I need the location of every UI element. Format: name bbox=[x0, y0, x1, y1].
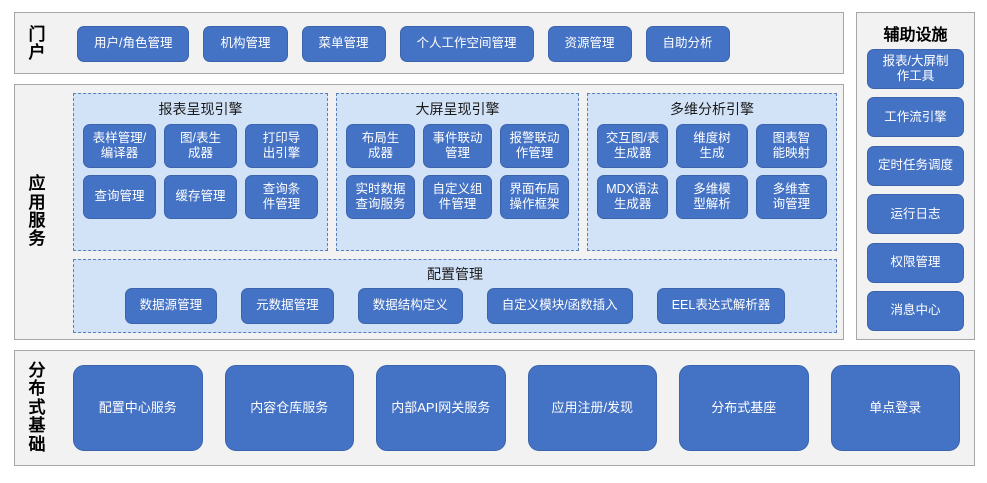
group-items-configuration-management: 数据源管理 元数据管理 数据结构定义 自定义模块/函数插入 EEL表达式解析器 bbox=[74, 288, 836, 330]
auxiliary-facilities-title: 辅助设施 bbox=[883, 27, 948, 44]
aux-item-workflow-engine[interactable]: 工作流引擎 bbox=[867, 97, 964, 138]
item-chart-intelligent-mapping[interactable]: 图表智 能映射 bbox=[755, 124, 827, 168]
group-title-multidimensional-analysis-engine: 多维分析引擎 bbox=[670, 101, 754, 117]
group-title-configuration-management: 配置管理 bbox=[427, 266, 483, 282]
item-print-export-engine[interactable]: 打印导 出引擎 bbox=[245, 124, 318, 168]
portal-section-label: 门户 bbox=[28, 24, 46, 62]
item-interactive-chart-table-generator[interactable]: 交互图/表 生成器 bbox=[597, 124, 669, 168]
item-layout-generator[interactable]: 布局生 成器 bbox=[346, 124, 415, 168]
item-ui-layout-operation-framework[interactable]: 界面布局 操作框架 bbox=[500, 175, 569, 219]
portal-section: 门户 用户/角色管理 机构管理 菜单管理 个人工作空间管理 资源管理 自助分析 bbox=[14, 12, 844, 74]
group-configuration-management: 配置管理 数据源管理 元数据管理 数据结构定义 自定义模块/函数插入 EEL表达… bbox=[73, 259, 837, 333]
base-item-internal-api-gateway-service[interactable]: 内部API网关服务 bbox=[376, 365, 506, 451]
item-custom-module-function-insertion[interactable]: 自定义模块/函数插入 bbox=[486, 288, 633, 324]
auxiliary-facilities-section: 辅助设施 报表/大屏制 作工具 工作流引擎 定时任务调度 运行日志 权限管理 消… bbox=[856, 12, 975, 340]
aux-item-scheduled-task-scheduler[interactable]: 定时任务调度 bbox=[867, 145, 964, 186]
item-query-condition-management[interactable]: 查询条 件管理 bbox=[245, 175, 318, 219]
distributed-base-section: 分布式基础 配置中心服务 内容仓库服务 内部API网关服务 应用注册/发现 分布… bbox=[14, 350, 975, 466]
base-item-content-repository-service[interactable]: 内容仓库服务 bbox=[224, 365, 354, 451]
item-event-linkage-management[interactable]: 事件联动 管理 bbox=[423, 124, 492, 168]
base-item-application-registry-discovery[interactable]: 应用注册/发现 bbox=[527, 365, 657, 451]
portal-item-menu-management[interactable]: 菜单管理 bbox=[301, 26, 386, 62]
base-item-single-sign-on[interactable]: 单点登录 bbox=[830, 365, 960, 451]
item-multidimensional-model-parsing[interactable]: 多维模 型解析 bbox=[676, 175, 748, 219]
item-mdx-syntax-generator[interactable]: MDX语法 生成器 bbox=[597, 175, 669, 219]
portal-item-list: 用户/角色管理 机构管理 菜单管理 个人工作空间管理 资源管理 自助分析 bbox=[77, 24, 833, 64]
item-metadata-management[interactable]: 元数据管理 bbox=[241, 288, 334, 324]
item-datasource-management[interactable]: 数据源管理 bbox=[124, 288, 218, 324]
portal-item-user-role-management[interactable]: 用户/角色管理 bbox=[77, 26, 190, 62]
item-chart-table-generator[interactable]: 图/表生 成器 bbox=[164, 124, 237, 168]
group-items-report-rendering-engine: 表样管理/ 编译器 图/表生 成器 打印导 出引擎 查询管理 缓存管理 查询条 … bbox=[74, 124, 327, 228]
group-multidimensional-analysis-engine: 多维分析引擎 交互图/表 生成器 维度树 生成 图表智 能映射 MDX语法 生成… bbox=[587, 93, 837, 251]
item-eel-expression-parser[interactable]: EEL表达式解析器 bbox=[656, 288, 786, 324]
portal-item-personal-workspace-management[interactable]: 个人工作空间管理 bbox=[399, 26, 534, 62]
distributed-base-label: 分布式基础 bbox=[28, 361, 46, 454]
group-bigscreen-rendering-engine: 大屏呈现引擎 布局生 成器 事件联动 管理 报警联动 作管理 实时数据 查询服务… bbox=[336, 93, 579, 251]
aux-item-runtime-log[interactable]: 运行日志 bbox=[867, 194, 964, 235]
base-item-distributed-foundation[interactable]: 分布式基座 bbox=[679, 365, 809, 451]
group-items-multidimensional-analysis-engine: 交互图/表 生成器 维度树 生成 图表智 能映射 MDX语法 生成器 多维模 型… bbox=[588, 124, 836, 228]
item-realtime-data-query-service[interactable]: 实时数据 查询服务 bbox=[346, 175, 415, 219]
item-form-template-management-compiler[interactable]: 表样管理/ 编译器 bbox=[83, 124, 156, 168]
item-data-structure-definition[interactable]: 数据结构定义 bbox=[357, 288, 463, 324]
group-items-bigscreen-rendering-engine: 布局生 成器 事件联动 管理 报警联动 作管理 实时数据 查询服务 自定义组 件… bbox=[337, 124, 578, 228]
item-alarm-linkage-action-management[interactable]: 报警联动 作管理 bbox=[500, 124, 569, 168]
portal-item-resource-management[interactable]: 资源管理 bbox=[547, 26, 632, 62]
distributed-base-item-list: 配置中心服务 内容仓库服务 内部API网关服务 应用注册/发现 分布式基座 单点… bbox=[73, 365, 960, 451]
aux-item-message-center[interactable]: 消息中心 bbox=[867, 290, 964, 331]
item-dimension-tree-generation[interactable]: 维度树 生成 bbox=[676, 124, 748, 168]
aux-item-permission-management[interactable]: 权限管理 bbox=[867, 242, 964, 283]
group-title-bigscreen-rendering-engine: 大屏呈现引擎 bbox=[415, 101, 500, 117]
group-title-report-rendering-engine: 报表呈现引擎 bbox=[158, 101, 243, 117]
portal-item-org-management[interactable]: 机构管理 bbox=[203, 26, 288, 62]
application-services-section: 应用服务 报表呈现引擎 表样管理/ 编译器 图/表生 成器 打印导 出引擎 查询… bbox=[14, 84, 844, 340]
item-custom-component-management[interactable]: 自定义组 件管理 bbox=[423, 175, 492, 219]
portal-item-self-service-analysis[interactable]: 自助分析 bbox=[645, 26, 730, 62]
item-query-management[interactable]: 查询管理 bbox=[83, 175, 156, 219]
group-report-rendering-engine: 报表呈现引擎 表样管理/ 编译器 图/表生 成器 打印导 出引擎 查询管理 缓存… bbox=[73, 93, 328, 251]
item-cache-management[interactable]: 缓存管理 bbox=[164, 175, 237, 219]
aux-item-report-bigscreen-authoring-tool[interactable]: 报表/大屏制 作工具 bbox=[867, 49, 964, 89]
auxiliary-facilities-item-list: 报表/大屏制 作工具 工作流引擎 定时任务调度 运行日志 权限管理 消息中心 bbox=[867, 49, 964, 331]
application-services-label: 应用服务 bbox=[28, 174, 46, 249]
item-multidimensional-query-management[interactable]: 多维查 询管理 bbox=[755, 175, 827, 219]
base-item-config-center-service[interactable]: 配置中心服务 bbox=[73, 365, 203, 451]
application-services-content: 报表呈现引擎 表样管理/ 编译器 图/表生 成器 打印导 出引擎 查询管理 缓存… bbox=[73, 93, 837, 333]
